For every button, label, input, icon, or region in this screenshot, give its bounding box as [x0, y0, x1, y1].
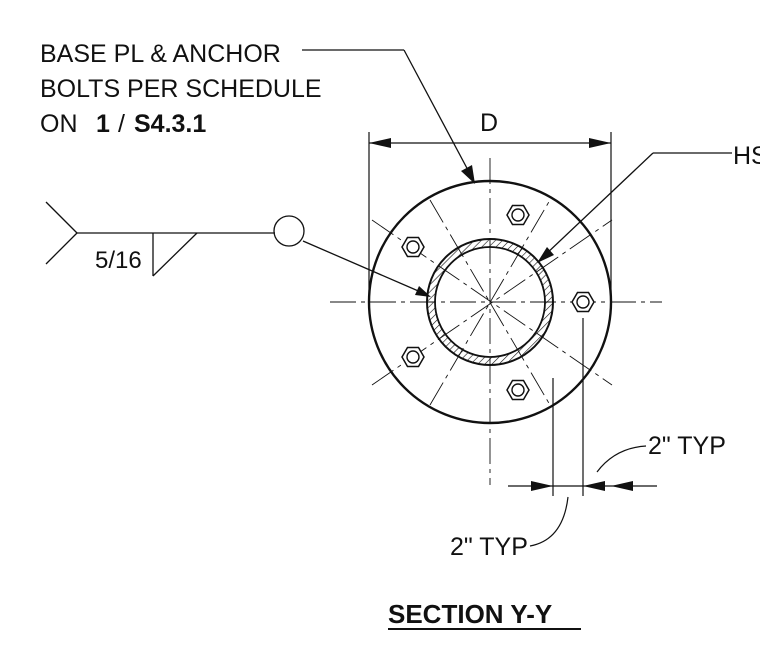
- weld-symbol: [45, 201, 431, 297]
- diameter-label: D: [480, 109, 498, 137]
- hss-label: HS: [733, 142, 760, 170]
- hss-leader: [537, 152, 732, 263]
- detail-number: 1: [96, 110, 110, 138]
- callout-leader: [302, 49, 475, 184]
- edge-dim-bottom-label: 2" TYP: [450, 533, 528, 561]
- anchor-bolt: [506, 379, 530, 401]
- anchor-bolt: [571, 291, 595, 313]
- anchor-bolt: [401, 236, 425, 258]
- diameter-dimension: [368, 132, 612, 302]
- callout-line-2: BOLTS PER SCHEDULE: [40, 75, 322, 103]
- hss-tube-inner: [434, 246, 546, 358]
- weld-size-label: 5/16: [95, 247, 142, 274]
- base-plate: [367, 179, 613, 425]
- weld-all-around-symbol: [273, 215, 305, 247]
- hss-tube-outer: [426, 238, 554, 366]
- centerlines: [330, 158, 662, 485]
- edge-distance-dimension: [508, 318, 657, 547]
- sheet-reference: S4.3.1: [134, 110, 206, 138]
- anchor-bolt: [401, 346, 425, 368]
- callout-line-1: BASE PL & ANCHOR: [40, 40, 281, 68]
- edge-dim-right-label: 2" TYP: [648, 432, 726, 460]
- section-title: SECTION Y-Y: [388, 599, 552, 629]
- anchor-bolt: [506, 204, 530, 226]
- detail-separator: /: [118, 110, 125, 138]
- callout-line-3-prefix: ON: [40, 110, 78, 138]
